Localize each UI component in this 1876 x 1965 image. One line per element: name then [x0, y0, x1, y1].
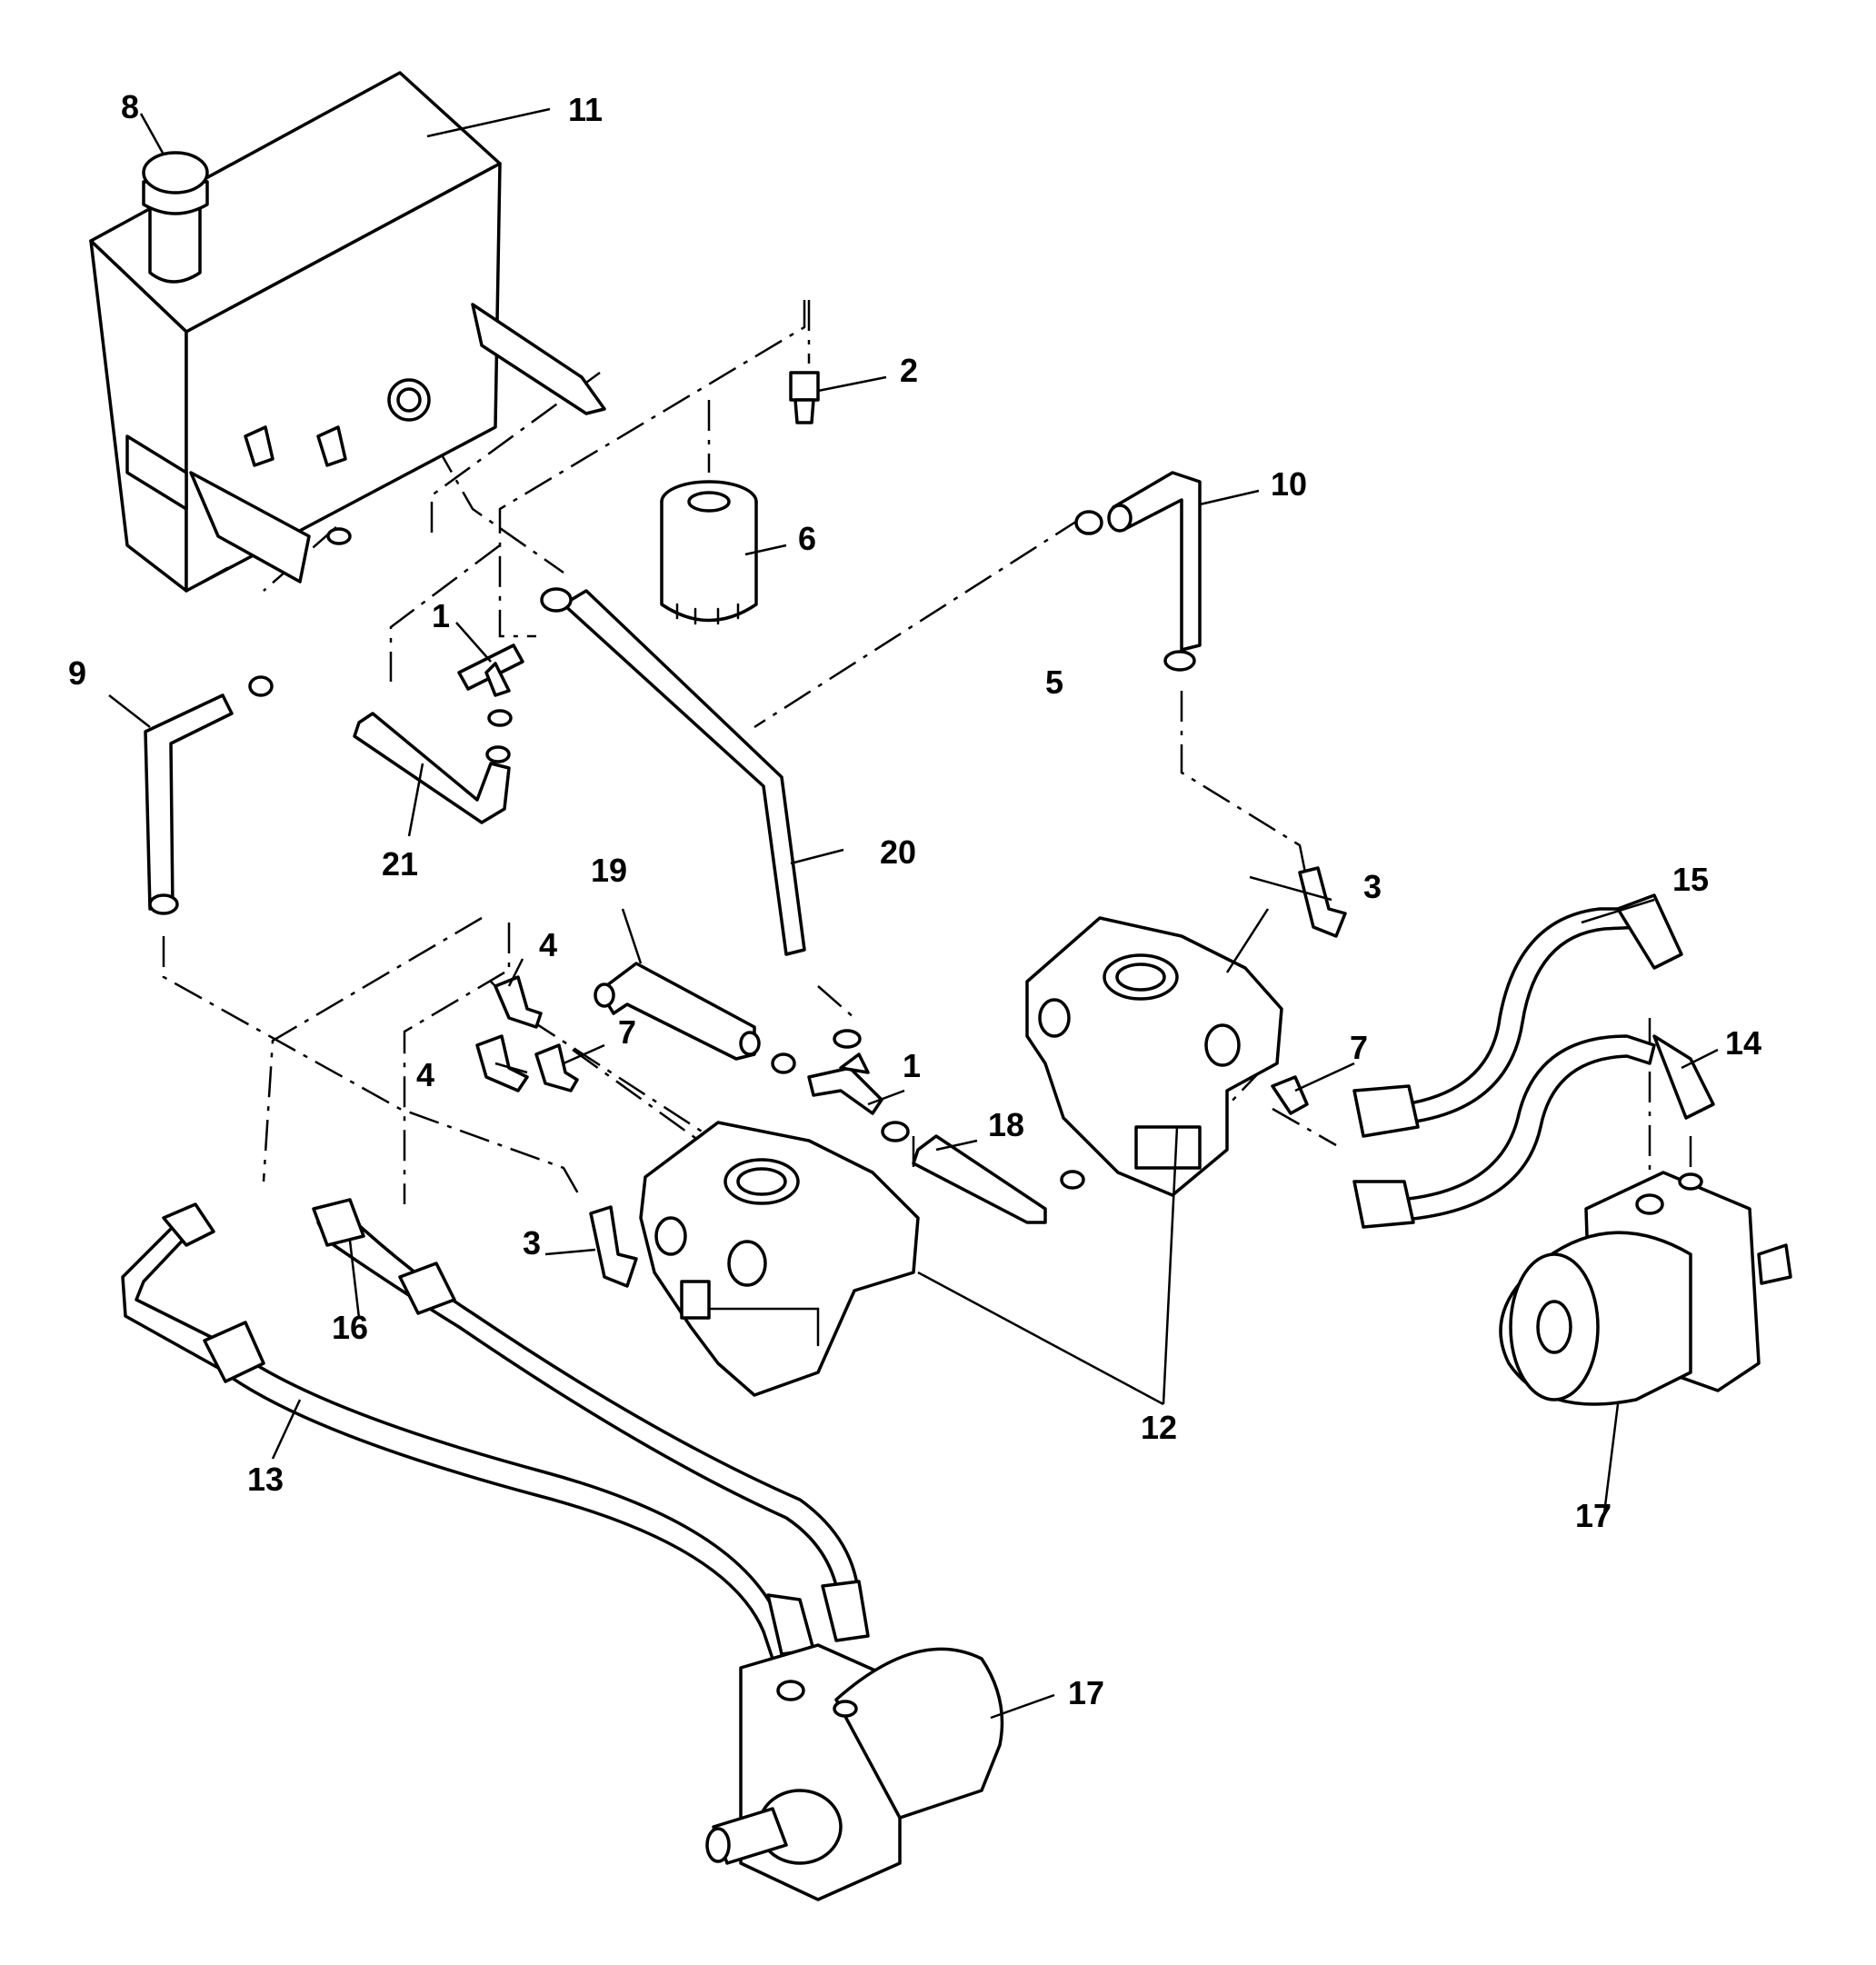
- callout-3-left: 3: [523, 1224, 541, 1262]
- callout-19: 19: [591, 852, 627, 889]
- callout-7-left: 7: [618, 1013, 636, 1051]
- hydraulic-motor-right: [1499, 1171, 1792, 1406]
- callout-10: 10: [1271, 465, 1307, 503]
- callout-7-right: 7: [1350, 1029, 1368, 1066]
- callout-16: 16: [332, 1309, 368, 1346]
- hydraulic-hose-13: [121, 1202, 815, 1661]
- callout-6: 6: [798, 520, 816, 557]
- hydraulic-hose-16: [312, 1198, 870, 1642]
- tee-fitting-upper: [457, 643, 524, 727]
- hose-20: [540, 587, 806, 956]
- hose-19: [594, 962, 761, 1061]
- hydraulic-hose-14: [1352, 1034, 1715, 1229]
- elbow-hose-10: [1107, 471, 1202, 652]
- callout-8: 8: [121, 88, 139, 125]
- tee-fitting-lower: [771, 1029, 910, 1142]
- elbow-fitting-3-right: [1298, 866, 1347, 938]
- hose-18: [912, 1134, 1085, 1224]
- callout-12: 12: [1141, 1409, 1177, 1446]
- callout-18: 18: [988, 1106, 1024, 1143]
- elbow-hose-9: [144, 675, 274, 915]
- oil-filter: [660, 480, 758, 625]
- callout-2: 2: [900, 352, 918, 389]
- callout-11: 11: [568, 91, 603, 128]
- callout-14: 14: [1725, 1024, 1761, 1062]
- hydraulic-motor-left: [705, 1643, 1004, 1901]
- breather-plug: [789, 371, 820, 424]
- callout-15: 15: [1672, 861, 1709, 898]
- callout-9: 9: [68, 654, 86, 692]
- control-valve-left: [639, 1121, 920, 1397]
- adapter-fitting-7-right: [1271, 1075, 1309, 1115]
- adapter-fitting-7-left: [534, 1043, 579, 1092]
- callout-1-upper: 1: [432, 597, 450, 634]
- tank-fittings: [244, 378, 431, 545]
- reservoir-tank: [89, 71, 606, 593]
- elbow-fitting-3-left: [589, 1205, 638, 1288]
- elbow-fitting-4-lower: [475, 1034, 529, 1092]
- callout-4-upper: 4: [539, 926, 557, 963]
- callout-3-right: 3: [1363, 868, 1382, 905]
- hydraulic-hose-15: [1352, 893, 1683, 1138]
- callout-5: 5: [1045, 663, 1063, 701]
- control-valve-right: [1025, 916, 1283, 1197]
- callout-13: 13: [247, 1461, 284, 1498]
- callout-4-lower: 4: [416, 1056, 434, 1093]
- callout-17-left: 17: [1068, 1674, 1104, 1711]
- hose-clamp-5: [1074, 510, 1196, 672]
- callout-labels: 8 11 2 10 6 1 9 5 21 20 19 3 15 4 7 7 14…: [68, 88, 1761, 1711]
- callout-17-right: 17: [1575, 1497, 1612, 1534]
- callout-20: 20: [880, 833, 916, 871]
- callout-21: 21: [382, 845, 418, 883]
- leader-lines: [108, 107, 1719, 1720]
- filler-cap: [142, 151, 209, 284]
- callout-1-lower: 1: [903, 1047, 921, 1084]
- hose-21: [353, 712, 511, 824]
- elbow-fitting-4-upper: [494, 975, 543, 1029]
